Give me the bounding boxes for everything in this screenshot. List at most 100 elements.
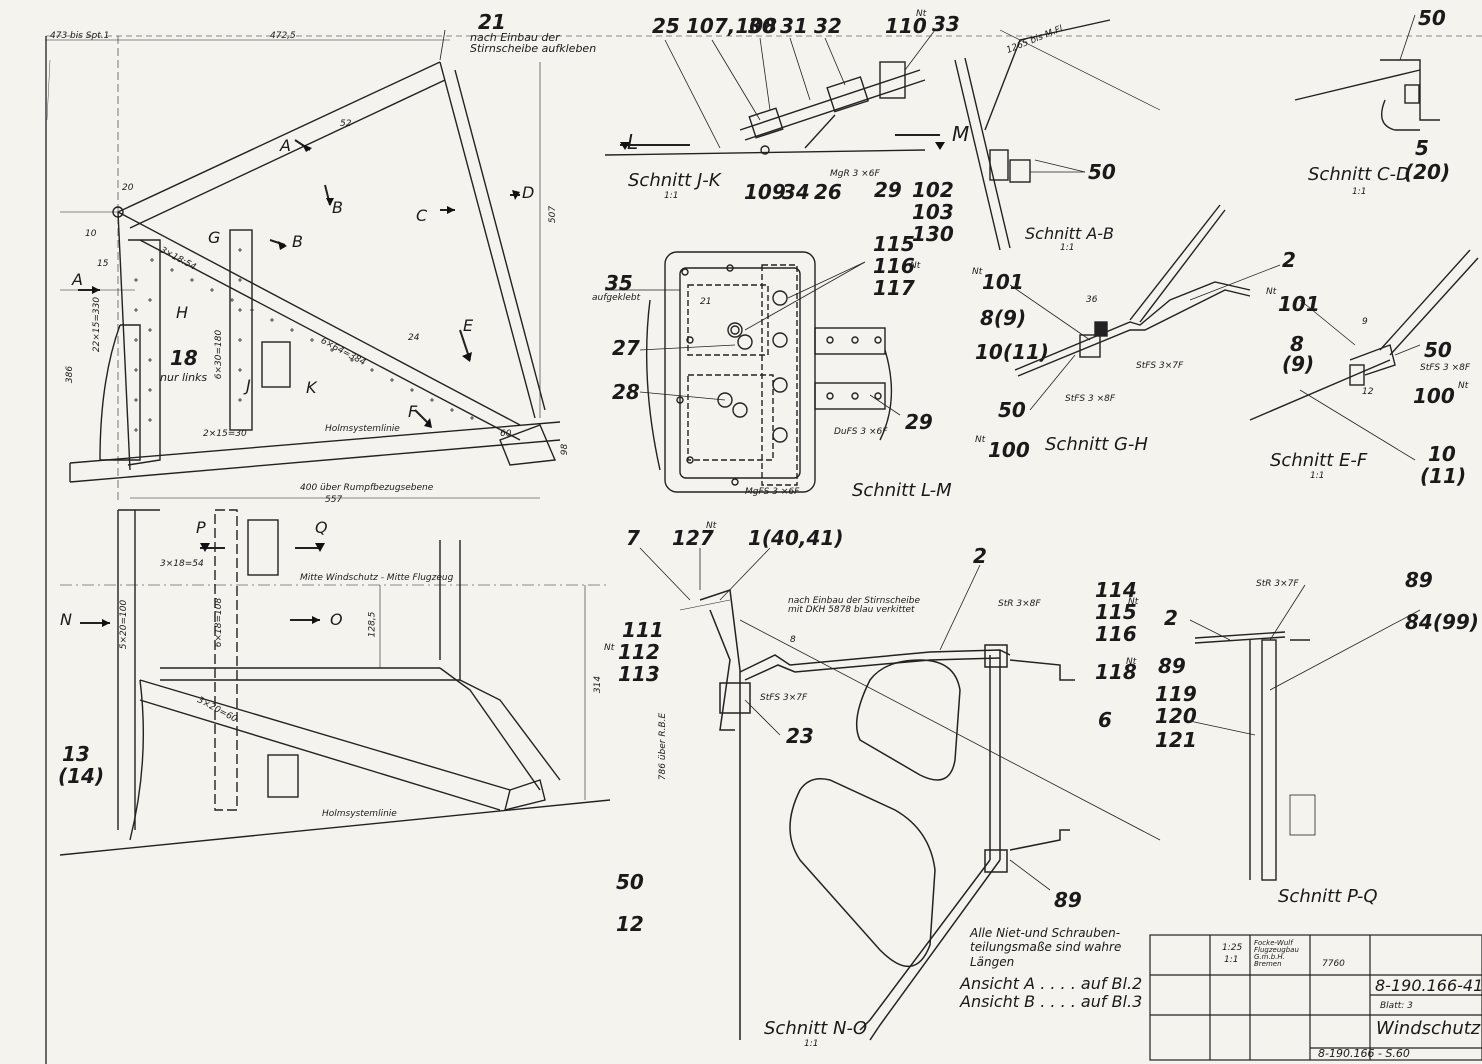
dim-98: 98 <box>560 443 571 456</box>
part-18: 18 <box>170 346 198 370</box>
part-8b: 8 <box>1290 332 1304 356</box>
part-25: 25 <box>652 14 680 38</box>
mat-2: DuFS 3 ×6F <box>834 427 888 437</box>
main-side-view <box>45 36 561 500</box>
title-block <box>1149 934 1482 1061</box>
dim-473: 473 bis Spt.1 <box>50 31 110 41</box>
sheet-no: Blatt: 3 <box>1380 1001 1413 1011</box>
section-cd-extra: (20) <box>1404 160 1451 184</box>
part-5: 5 <box>1415 136 1429 160</box>
part-89c: 89 <box>1158 654 1186 678</box>
part-1-40-41: 1(40,41) <box>748 526 844 550</box>
part-14: (14) <box>58 764 105 788</box>
cut-label-a1: A <box>280 136 291 155</box>
part-13: 13 <box>62 742 90 766</box>
rivet-h: 2×15=30 <box>203 429 247 439</box>
section-ef-scale: 1:1 <box>1310 471 1325 481</box>
mat-1: MgR 3 ×6F <box>830 169 880 179</box>
front-view <box>59 509 611 856</box>
dim-36: 36 <box>1086 295 1098 305</box>
part-29b: 29 <box>905 410 933 434</box>
part-35: 35 <box>605 271 633 295</box>
dim-15: 15 <box>97 259 109 269</box>
part-6: 6 <box>1098 708 1112 732</box>
part-117: 117 <box>873 276 915 300</box>
part-23: 23 <box>786 724 814 748</box>
note-stirnscheibe2: nach Einbau der Stirnscheibe mit DKH 587… <box>788 596 921 615</box>
part-32: 32 <box>814 14 842 38</box>
section-ef <box>1249 249 1479 421</box>
cut-label-o: O <box>330 610 343 629</box>
cut-label-l: L <box>627 130 639 154</box>
dim-314: 314 <box>593 675 604 694</box>
section-jk-scale: 1:1 <box>664 191 679 201</box>
part-2a: 2 <box>1282 248 1296 272</box>
part-10-11: 10(11) <box>975 340 1049 364</box>
mat-4: StFS 3×7F <box>1136 361 1184 371</box>
dim-8: 8 <box>790 635 796 645</box>
holm-label-1: Holmsystemlinie <box>325 424 400 434</box>
dim-9: 9 <box>1362 317 1368 327</box>
dim-386: 386 <box>65 365 76 384</box>
mat-3: MgFS 3 ×6F <box>745 487 800 497</box>
part-113: 113 <box>618 662 660 686</box>
cut-label-q: Q <box>315 518 328 537</box>
part-12: 12 <box>616 912 644 936</box>
dim-60: 60 <box>500 429 512 439</box>
dim-12: 12 <box>1362 387 1374 397</box>
ni-mark-6: Nt <box>1458 381 1469 391</box>
section-pq <box>1194 631 1316 881</box>
part-130: 130 <box>912 222 954 246</box>
dim-20: 20 <box>122 183 134 193</box>
mat-6: StR 3×8F <box>998 599 1041 609</box>
note-rivets: Alle Niet-und Schrauben-teilungsmaße sin… <box>970 926 1122 969</box>
dim-557: 557 <box>325 495 343 505</box>
part-100b: 100 <box>1413 384 1455 408</box>
ni-mark-5: Nt <box>1266 287 1277 297</box>
tb-date: 7760 <box>1322 959 1345 969</box>
part-112: 112 <box>618 640 660 664</box>
tb-firm: Focke-Wulf Flugzeugbau G.m.b.H. Bremen <box>1254 939 1299 968</box>
ni-mark-8: Nt <box>1128 597 1139 607</box>
holm-label-2: Holmsystemlinie <box>322 809 397 819</box>
rivet-f: 5×20=100 <box>119 599 130 650</box>
mat-5: StFS 3 ×8F <box>1065 394 1116 404</box>
part-34: 34 <box>782 180 810 204</box>
section-jk-title: Schnitt J-K <box>628 170 721 191</box>
part-10: 10 <box>1428 442 1456 466</box>
part-121: 121 <box>1155 728 1197 752</box>
part-115b: 115 <box>1095 600 1137 624</box>
part-120: 120 <box>1155 704 1197 728</box>
section-ef-title: Schnitt E-F <box>1270 450 1368 471</box>
part-119: 119 <box>1155 682 1197 706</box>
part-21: 21 <box>478 10 506 34</box>
ni-mark-3: Nt <box>972 267 983 277</box>
section-pq-title: Schnitt P-Q <box>1278 886 1378 907</box>
drawing-number: 8-190.166-41 <box>1375 976 1482 995</box>
section-ab-title: Schnitt A-B <box>1025 224 1115 243</box>
dim-24: 24 <box>408 333 420 343</box>
cut-label-m: M <box>952 122 970 146</box>
tb-scale: 1:25 <box>1222 943 1243 953</box>
part-7: 7 <box>626 526 640 550</box>
cut-label-n: N <box>60 610 72 629</box>
part-31: 31 <box>780 14 808 38</box>
rivet-a: 22×15=330 <box>92 296 103 353</box>
cut-label-j: J <box>246 376 251 395</box>
part-116b: 116 <box>1095 622 1137 646</box>
section-no-scale: 1:1 <box>804 1039 819 1049</box>
dim-4725: 472,5 <box>270 31 296 41</box>
part-50c: 50 <box>998 398 1026 422</box>
part-50b: 50 <box>1418 6 1446 30</box>
section-ab-scale: 1:1 <box>1060 243 1075 253</box>
ni-mark-9: Nt <box>1126 657 1137 667</box>
cut-label-e: E <box>463 316 474 335</box>
part-111: 111 <box>622 618 664 642</box>
section-cd <box>1294 59 1440 131</box>
cut-label-b2: B <box>292 232 303 251</box>
cut-label-p: P <box>196 518 206 537</box>
cut-label-h: H <box>176 303 189 322</box>
part-84-99: 84(99) <box>1405 610 1479 634</box>
note-aufgeklebt: aufgeklebt <box>592 293 641 303</box>
section-ab <box>954 19 1161 251</box>
